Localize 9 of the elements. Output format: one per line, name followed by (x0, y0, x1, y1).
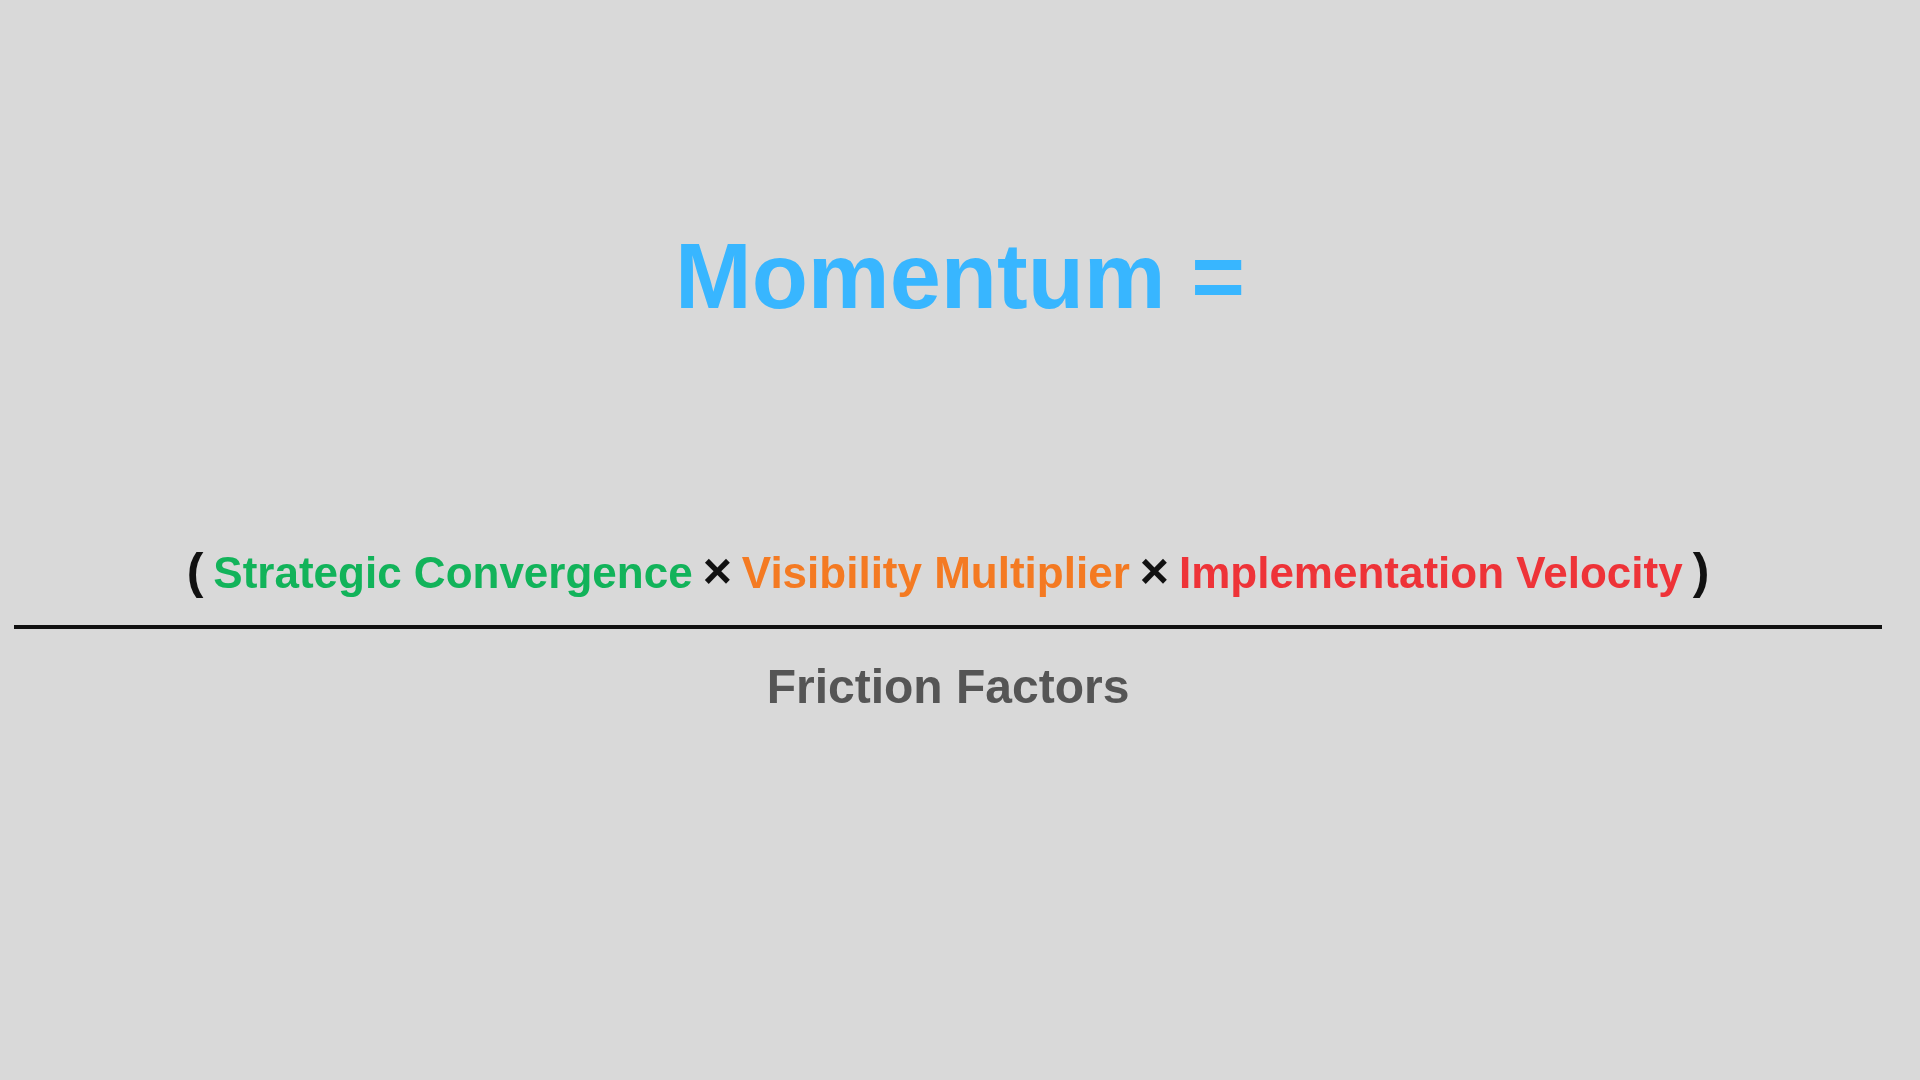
parenthesis: ( (186, 542, 204, 601)
formula-denominator: Friction Factors (766, 658, 1130, 715)
multiply-sign: × (702, 542, 732, 601)
parenthesis: ) (1692, 542, 1710, 601)
formula-title: Momentum = (675, 230, 1245, 322)
formula-term: Strategic Convergence (213, 547, 693, 599)
formula-term: Implementation Velocity (1178, 547, 1683, 599)
multiply-sign: × (1139, 542, 1169, 601)
formula-term: Visibility Multiplier (741, 547, 1130, 599)
